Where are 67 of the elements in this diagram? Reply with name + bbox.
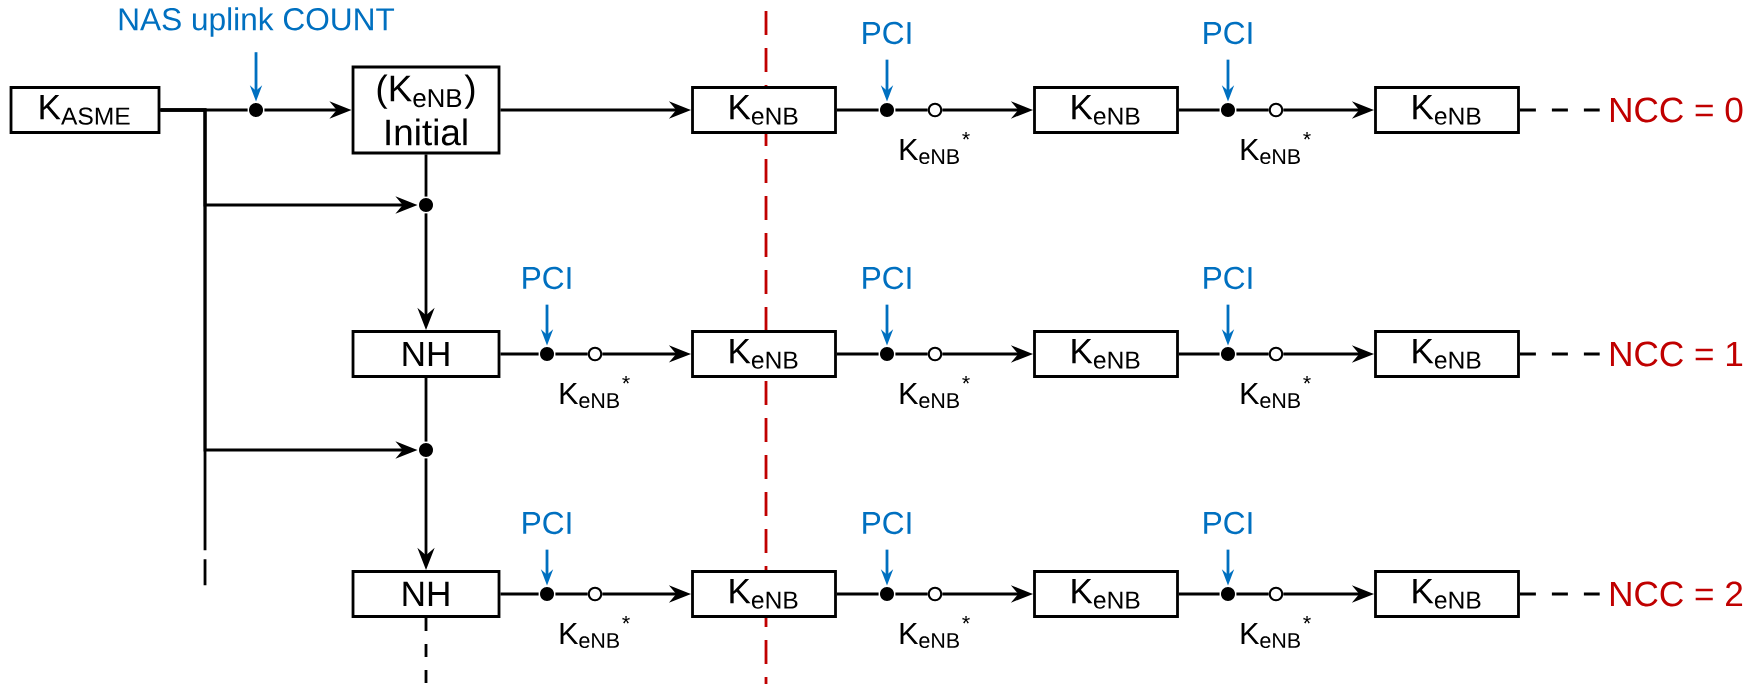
junction-dot <box>1221 347 1235 361</box>
connector-line <box>1178 592 1220 596</box>
key-label: K$_{eNB}$* <box>1241 375 1311 409</box>
key-box: K$_{eNB}$ <box>1374 86 1520 134</box>
connector-line <box>836 352 879 356</box>
connector-line <box>1178 108 1220 112</box>
connector-line <box>1236 592 1269 596</box>
dashed-line <box>160 108 207 586</box>
input-label: PCI <box>523 266 571 290</box>
input-label: PCI <box>863 511 911 535</box>
key-label: K$_{eNB}$* <box>900 375 970 409</box>
connector-line <box>424 377 428 442</box>
input-label: PCI <box>863 21 911 45</box>
input-label: PCI <box>523 511 571 535</box>
junction-dot <box>540 347 554 361</box>
input-label: NAS uplink COUNT <box>119 7 395 37</box>
junction-dot <box>419 198 433 212</box>
connector-line <box>500 592 539 596</box>
key-label: K$_{eNB}$* <box>560 615 630 649</box>
key-box: K$_{eNB}$ <box>691 86 837 134</box>
connector-line <box>1236 352 1269 356</box>
connector-line <box>895 108 928 112</box>
key-box: K$_{eNB}$ <box>691 330 837 378</box>
junction-dot <box>540 587 554 601</box>
connector-line <box>1178 352 1220 356</box>
input-label: PCI <box>1204 511 1252 535</box>
connector-line <box>1236 108 1269 112</box>
junction-dot <box>880 103 894 117</box>
key-box: NH <box>351 330 501 378</box>
key-box: K$_{eNB}$ <box>1033 570 1179 618</box>
key-box: K$_{eNB}$ <box>1374 570 1520 618</box>
key-box: (K$_{eNB}$) Initial <box>351 65 501 155</box>
input-label: PCI <box>863 266 911 290</box>
key-label: K$_{eNB}$* <box>1241 131 1311 165</box>
dashed-line <box>1519 108 1600 112</box>
key-label: K$_{eNB}$* <box>900 131 970 165</box>
connector-line <box>555 592 588 596</box>
connector-line <box>895 592 928 596</box>
key-box: K$_{eNB}$ <box>1033 86 1179 134</box>
key-label: K$_{eNB}$* <box>560 375 630 409</box>
junction-dot <box>880 587 894 601</box>
ncc-label: NCC = 1 <box>1611 341 1743 367</box>
key-box: K$_{eNB}$ <box>1033 330 1179 378</box>
key-box: K$_{eNB}$ <box>1374 330 1520 378</box>
ncc-label: NCC = 0 <box>1611 97 1743 123</box>
connector-line <box>836 108 879 112</box>
junction-dot <box>880 347 894 361</box>
junction-dot <box>1221 103 1235 117</box>
junction-dot <box>249 103 263 117</box>
junction-dot <box>1221 587 1235 601</box>
input-label: PCI <box>1204 266 1252 290</box>
dashed-line <box>1519 592 1600 596</box>
key-label: K$_{eNB}$* <box>900 615 970 649</box>
ncc-label: NCC = 2 <box>1611 581 1743 607</box>
key-box: NH <box>351 570 501 618</box>
connector-line <box>555 352 588 356</box>
input-label: PCI <box>1204 21 1252 45</box>
key-label: K$_{eNB}$* <box>1241 615 1311 649</box>
junction-dot <box>419 443 433 457</box>
connector-line <box>836 592 879 596</box>
key-box: K$_{ASME}$ <box>9 86 161 134</box>
connector-line <box>424 154 428 197</box>
dashed-line <box>1519 352 1600 356</box>
key-box: K$_{eNB}$ <box>691 570 837 618</box>
connector-line <box>895 352 928 356</box>
dashed-line <box>424 617 428 684</box>
connector-line <box>500 352 539 356</box>
